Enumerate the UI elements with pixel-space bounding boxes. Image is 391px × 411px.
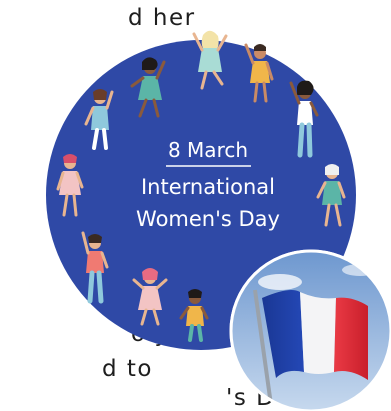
dancing-woman-figure — [132, 268, 168, 326]
dancing-woman-figure — [84, 89, 114, 150]
bg-text-line-1: d her — [128, 5, 196, 31]
dancing-woman-figure — [81, 231, 109, 304]
france-flag-icon — [229, 249, 391, 411]
dancing-woman-figure — [289, 80, 319, 158]
dancing-woman-figure — [316, 164, 346, 227]
event-title-line-1: International — [140, 175, 276, 199]
dancing-woman-figure — [56, 154, 84, 217]
bg-text-line-7: d to — [102, 356, 154, 382]
dancing-woman-figure — [130, 57, 166, 118]
dancing-woman-figure — [179, 289, 209, 342]
dancing-woman-figure — [244, 43, 274, 103]
dancing-woman-figure — [192, 30, 228, 90]
date-label: 8 March — [167, 138, 249, 162]
event-title-line-2: Women's Day — [136, 207, 280, 231]
